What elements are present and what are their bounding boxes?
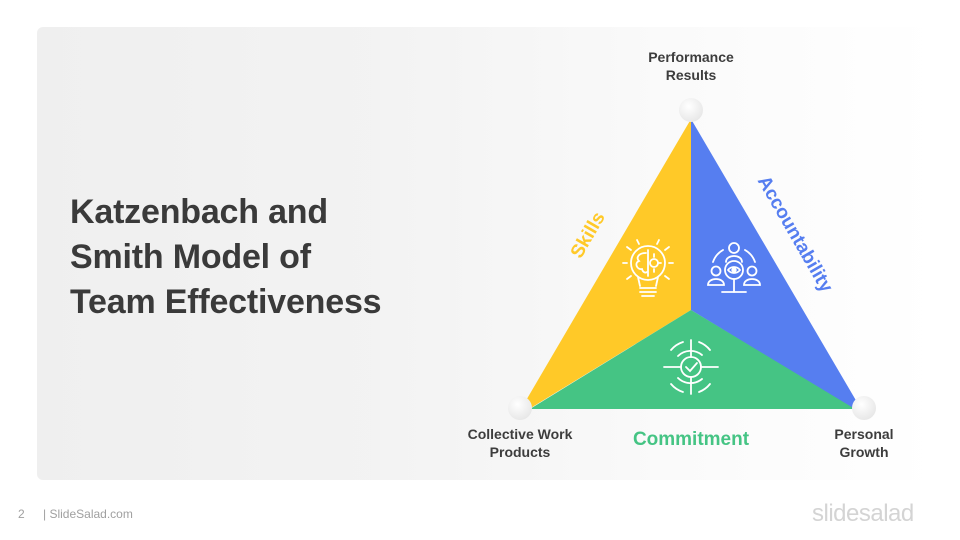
title-line-1: Katzenbach and xyxy=(70,193,328,231)
skills-segment xyxy=(521,119,691,409)
commitment-label: Commitment xyxy=(633,429,750,450)
vertex-label-bottom-left-line-1: Collective Work xyxy=(467,426,573,442)
team-eye-magnifier-icon xyxy=(707,242,761,293)
vertex-node-bottom-right xyxy=(852,396,876,420)
title-line-2: Smith Model of xyxy=(70,238,311,276)
vertex-label-bottom-left: Collective Work Products xyxy=(455,425,585,461)
page-number: 2 xyxy=(18,507,25,521)
vertex-label-top: Performance Results xyxy=(631,48,751,84)
vertex-label-bottom-right-line-1: Personal xyxy=(834,426,894,442)
vertex-node-bottom-left xyxy=(508,396,532,420)
accountability-segment xyxy=(691,119,861,409)
vertex-label-top-line-1: Performance xyxy=(648,49,734,65)
vertex-node-top xyxy=(679,98,703,122)
brand-logo: slidesalad xyxy=(812,500,914,527)
vertex-label-bottom-left-line-2: Products xyxy=(489,444,551,460)
skills-label: Skills xyxy=(567,208,610,262)
slide-title: Katzenbach and Smith Model of Team Effec… xyxy=(70,190,490,325)
vertex-label-bottom-right-line-2: Growth xyxy=(839,444,889,460)
footer-site-link: | SlideSalad.com xyxy=(43,507,133,521)
vertex-label-top-line-2: Results xyxy=(665,67,717,83)
target-check-icon xyxy=(663,339,719,395)
commitment-segment xyxy=(530,310,855,409)
vertex-label-bottom-right: Personal Growth xyxy=(814,425,914,461)
title-line-3: Team Effectiveness xyxy=(70,283,382,321)
lightbulb-brain-gear-icon xyxy=(622,239,674,297)
